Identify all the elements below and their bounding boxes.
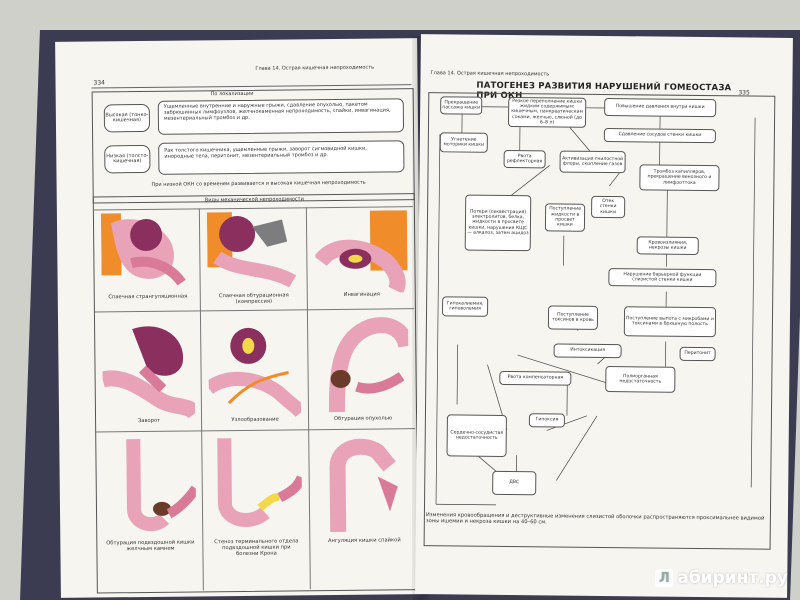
node-dic: ДВС <box>492 470 537 496</box>
high-tag: Высокая (тонко-кишечная) <box>103 103 151 133</box>
caption-6: Обтурация опухолью <box>333 415 393 423</box>
node-toxins-blood: Поступление токсинов в кровь <box>547 305 599 330</box>
node-wall-edema: Отек стенки кишки <box>591 195 626 219</box>
node-cardio: Сердечно-сосудистая недостаточность <box>446 414 507 457</box>
node-effusion: Поступление выпота с микробами и токсина… <box>623 306 717 338</box>
caption-2: Спаечная обтурационная (компрессия) <box>218 292 289 306</box>
node-motility: Угнетение моторики кишки <box>439 132 488 153</box>
low-tag: Низкая (толсто-кишечная) <box>104 144 151 174</box>
illustration-intussusception <box>314 210 408 294</box>
node-hemorrhage: Кровоизлияния, некрозы кишки <box>636 236 699 255</box>
high-desc: Ущемленные внутренние и наружные грыжи, … <box>163 101 391 122</box>
illustration-gallstone <box>126 439 197 532</box>
illustration-tumor <box>328 317 410 413</box>
illustration-strangulation <box>100 213 186 286</box>
labirint-text: абиринт.ру <box>677 568 788 588</box>
illustration-knotting <box>208 327 302 418</box>
node-flora: Активизация гнилостной флоры, скопление … <box>559 150 626 174</box>
mechanical-types-title: Виды механической непроходимости <box>204 196 304 204</box>
left-chapter-header: Глава 14. Острая кишечная непроходимость <box>255 64 375 72</box>
node-hypokalemia: Гипокалиемия, гиповолемия <box>441 296 489 317</box>
node-losses: Потери (секвестрация) электролитов, белк… <box>464 194 532 252</box>
node-multiorgan: Полиорганная недостаточность <box>605 366 676 393</box>
caption-5: Узлообразование <box>231 416 279 424</box>
caption-1: Спаечная странгуляционная <box>108 293 188 301</box>
low-desc: Рак толстого кишечника, ущемленные грыжи… <box>164 145 367 160</box>
node-reflex-vomit: Рвота рефлекторная <box>503 149 546 169</box>
node-overfill: Резкое переполнение кишки жидким содержи… <box>507 96 587 128</box>
node-barrier: Нарушение барьерной функции слизистой ст… <box>608 268 717 288</box>
illustration-compression <box>206 212 297 288</box>
node-fluid-lumen: Поступление жидкости в просвет кишки <box>544 203 586 232</box>
caption-3: Инвагинация <box>343 291 380 298</box>
left-page-number: 334 <box>93 79 106 87</box>
illustration-crohn <box>217 438 303 527</box>
node-vessel-compression: Сдавление сосудов стенки кишки <box>603 127 716 144</box>
localization-title: По локализации <box>210 90 254 98</box>
illustration-angulation <box>329 438 398 533</box>
node-passage-stop: Прекращение пассажа кишки <box>440 96 483 115</box>
labirint-logo-icon: Л <box>655 569 674 587</box>
right-page: Глава 14. Острая кишечная непроходимость… <box>415 34 793 598</box>
left-page: 334 Глава 14. Острая кишечная непроходим… <box>55 38 423 598</box>
caption-4: Заворот <box>137 417 161 425</box>
node-intoxication: Интоксикация <box>553 343 622 359</box>
caption-8: Стеноз терминального отдела подвздошной … <box>214 538 299 557</box>
labirint-watermark: Л абиринт.ру <box>655 568 788 588</box>
node-compensatory-vomit: Рвота компенсаторная <box>499 370 572 386</box>
caption-7: Обтурация подвздошной кишки желчным камн… <box>106 539 195 553</box>
node-pressure: Повышение давления внутри кишки <box>604 97 717 118</box>
caption-9: Ангуляция кишки спайкой <box>327 537 401 545</box>
node-peritonitis: Перитонит <box>679 346 716 362</box>
node-hypoxia: Гипоксия <box>528 413 565 428</box>
illustration-volvulus <box>102 326 196 420</box>
diagram-arrows <box>435 106 756 506</box>
node-thrombosis: Тромбоз капилляров, прекращение венозног… <box>639 164 720 192</box>
